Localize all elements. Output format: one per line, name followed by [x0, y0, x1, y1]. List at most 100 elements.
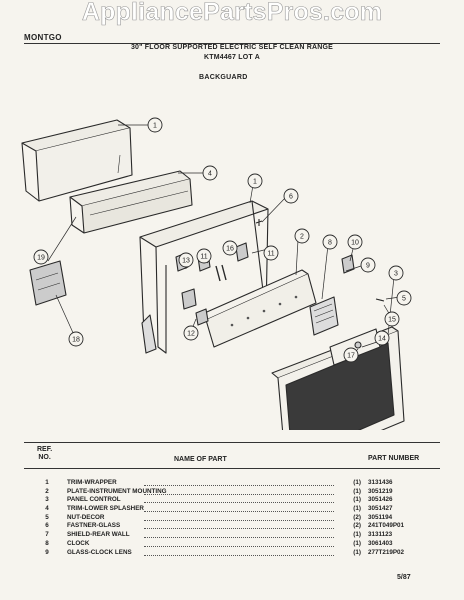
callout-13: 13 — [178, 252, 194, 268]
part-name: SHIELD-REAR WALL — [67, 531, 130, 539]
table-row: 6 FASTNER-GLASS (2) 241T049P01 — [24, 522, 440, 531]
callout-10: 10 — [347, 234, 363, 250]
control-panel-part — [271, 326, 405, 430]
part-number: 3131436 — [368, 479, 393, 486]
ref-no: 9 — [45, 548, 49, 556]
table-row: 2 PLATE-INSTRUMENT MOUNTING (1) 3051219 — [24, 488, 440, 497]
part-number-header: PART NUMBER — [368, 455, 420, 462]
title-line-2: KTM4467 LOT A — [203, 54, 261, 61]
callout-label: 1 — [253, 179, 257, 186]
part-qty: (1) — [353, 539, 361, 547]
callout-16: 16 — [222, 240, 238, 256]
table-top-rule — [24, 442, 440, 443]
callout-6: 6 — [283, 188, 299, 204]
callout-9: 9 — [360, 257, 376, 273]
callout-5: 5 — [396, 290, 412, 306]
part-qty: (1) — [353, 487, 361, 495]
callout-label: 11 — [267, 251, 274, 258]
part-number: 3131123 — [368, 531, 393, 539]
part-number: 3051194 — [368, 513, 393, 521]
dot-leader — [144, 479, 334, 486]
ref-no: 4 — [45, 505, 49, 513]
ref-header-line2: NO. — [38, 454, 51, 461]
callout-18: 18 — [68, 331, 84, 347]
dot-leader — [144, 488, 334, 495]
ref-no: 3 — [45, 496, 49, 504]
instrument-plate-part — [199, 269, 317, 348]
part-number: 3051426 — [368, 496, 393, 504]
part-qty: (1) — [353, 531, 361, 539]
callout-1: 1 — [247, 173, 263, 189]
page-code: 5/87 — [397, 574, 411, 581]
brand-label: MONTGO — [24, 33, 440, 44]
callout-14: 14 — [374, 330, 390, 346]
callout-label: 12 — [187, 331, 195, 338]
part-qty: (2) — [353, 513, 361, 521]
ref-no: 8 — [45, 539, 49, 547]
ref-header: REF. NO. — [37, 446, 52, 462]
part-name: TRIM-WRAPPER — [67, 479, 117, 486]
part-qty: (2) — [353, 522, 361, 530]
table-row: 7 SHIELD-REAR WALL (1) 3131123 — [24, 531, 440, 540]
ref-no: 2 — [45, 487, 49, 495]
callout-label: 13 — [182, 258, 190, 265]
part-qty: (1) — [353, 505, 361, 513]
part-name: PANEL CONTROL — [67, 496, 121, 504]
callout-label: 6 — [289, 194, 293, 201]
callout-label: 19 — [37, 255, 45, 262]
table-row: 1 TRIM-WRAPPER (1) 3131436 — [24, 479, 440, 488]
hardware-parts — [29, 219, 385, 349]
table-row: 5 NUT-DECOR (2) 3051194 — [24, 514, 440, 523]
dot-leader — [144, 522, 334, 530]
part-name: CLOCK — [67, 539, 90, 547]
part-number: 277T219P02 — [368, 548, 405, 556]
table-row: 3 PANEL CONTROL (1) 3051426 — [24, 496, 440, 505]
callout-label: 17 — [347, 353, 355, 360]
callout-label: 10 — [351, 240, 359, 247]
callout-4: 4 — [202, 165, 218, 181]
callout-label: 1 — [153, 123, 157, 130]
part-name: TRIM-LOWER SPLASHER — [67, 505, 144, 513]
ref-no: 6 — [45, 522, 49, 530]
callout-1: 1 — [147, 117, 163, 133]
table-header-rule — [24, 468, 440, 469]
callout-label: 3 — [394, 271, 398, 278]
ref-no: 1 — [45, 479, 49, 486]
callout-3: 3 — [388, 265, 404, 281]
callout-label: 14 — [378, 336, 386, 343]
callout-15: 15 — [384, 311, 400, 327]
part-number: 3051427 — [368, 505, 393, 513]
callout-2: 2 — [294, 228, 310, 244]
dot-leader — [144, 540, 334, 547]
parts-list: 1 TRIM-WRAPPER (1) 3131436 2 PLATE-INSTRUMENT… — [24, 479, 440, 557]
callout-11: 11 — [263, 245, 279, 261]
section-title: BACKGUARD — [199, 74, 248, 81]
callout-label: 8 — [328, 240, 332, 247]
callout-label: 15 — [388, 317, 396, 324]
diagram-title: 30" FLOOR SUPPORTED ELECTRIC SELF CLEAN … — [0, 43, 464, 63]
part-number: 3061403 — [368, 539, 393, 547]
part-name: PLATE-INSTRUMENT MOUNTING — [67, 487, 167, 495]
part-qty: (1) — [353, 496, 361, 504]
part-qty: (1) — [353, 548, 361, 556]
dot-leader — [144, 496, 334, 504]
dot-leader — [144, 531, 334, 539]
trim-wrapper-part — [21, 119, 133, 202]
callout-label: 5 — [402, 296, 406, 303]
watermark: AppliancePartsPros.com — [81, 0, 383, 26]
callout-11: 11 — [196, 248, 212, 264]
ref-no: 5 — [45, 513, 49, 521]
dot-leader — [144, 505, 334, 513]
lower-splasher-part — [69, 170, 193, 234]
part-number: 3051219 — [368, 487, 393, 495]
ref-no: 7 — [45, 531, 49, 539]
callout-label: 16 — [226, 246, 234, 253]
part-name: NUT-DECOR — [67, 513, 105, 521]
part-number: 241T049P01 — [368, 522, 405, 530]
part-qty: (1) — [353, 479, 361, 486]
callout-8: 8 — [322, 234, 338, 250]
callout-label: 11 — [200, 254, 207, 261]
part-name: FASTNER-GLASS — [67, 522, 121, 530]
